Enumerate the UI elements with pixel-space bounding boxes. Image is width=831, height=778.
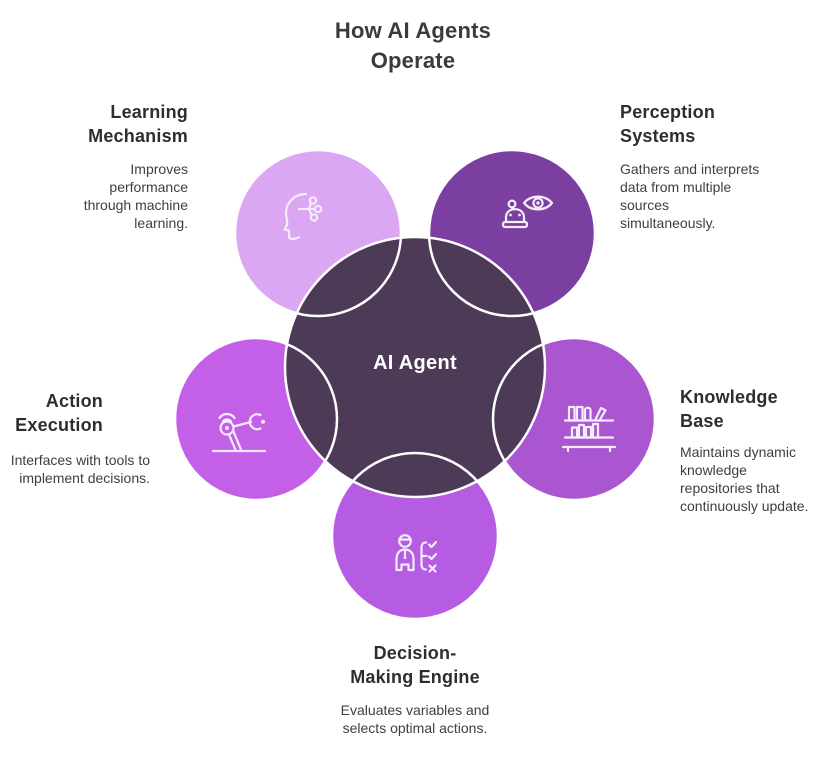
action-execution-heading: Action Execution	[15, 391, 103, 435]
decision-making-engine-outline	[330, 451, 500, 621]
knowledge-base-heading: Knowledge Base	[680, 387, 778, 431]
perception-systems-description: Gathers and interprets data from multipl…	[620, 161, 760, 231]
knowledge-base-description: Maintains dynamic knowledge repositories…	[680, 444, 809, 514]
brain-circuit-icon	[283, 192, 323, 241]
person-checklist-icon	[395, 534, 438, 573]
label-action-execution-body: Interfaces with tools to implement decis…	[5, 451, 150, 487]
learning-mechanism-heading: Learning Mechanism	[88, 102, 188, 146]
label-knowledge-base: Knowledge Base Maintains dynamic knowled…	[680, 385, 820, 515]
learning-mechanism-outline	[233, 148, 403, 318]
label-learning-mechanism: Learning Mechanism Improves performance …	[28, 100, 188, 232]
label-decision-making-engine: Decision-Making Engine Evaluates variabl…	[325, 641, 505, 737]
diagram-title: How AI Agents Operate	[334, 18, 492, 73]
decision-making-engine-circle	[332, 453, 498, 619]
action-execution-description: Interfaces with tools to implement decis…	[10, 452, 150, 486]
label-action-execution: Action Execution	[0, 389, 103, 437]
perception-systems-outline	[427, 148, 597, 318]
perception-systems-heading: Perception Systems	[620, 102, 716, 146]
ai-agent-center-circle	[285, 237, 545, 497]
bookshelf-icon	[561, 405, 617, 453]
action-execution-outline	[173, 336, 339, 502]
decision-making-engine-heading: Decision-Making Engine	[350, 643, 480, 687]
center-label: AI Agent	[373, 352, 457, 374]
decision-making-engine-description: Evaluates variables and selects optimal …	[340, 702, 490, 736]
knowledge-base-outline	[491, 336, 657, 502]
ai-agent-center-outline	[283, 235, 547, 499]
eye-robot-icon	[501, 195, 554, 229]
learning-mechanism-description: Improves performance through machine lea…	[83, 161, 188, 231]
robot-arm-icon	[211, 412, 267, 453]
label-perception-systems: Perception Systems Gathers and interpret…	[620, 100, 760, 232]
